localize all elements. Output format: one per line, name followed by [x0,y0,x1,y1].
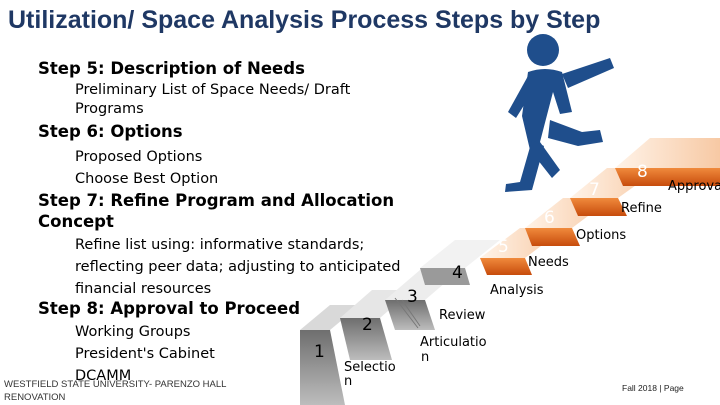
stair-label-articulation-cont: n [421,350,429,365]
stair-label-selection: Selectio [344,360,396,375]
step-8-line-2: President's Cabinet [75,346,215,362]
step-7-line-1: Refine list using: informative standards… [75,237,365,253]
stair-label-review: Review [439,308,486,323]
step-7-heading: Step 7: Refine Program and Allocation [38,191,395,210]
step-5-line-2: Programs [75,101,144,117]
step-8-line-3: DCAMM [75,368,132,384]
stair-number-8: 8 [637,162,648,182]
stair-label-analysis: Analysis [490,283,544,298]
stair-step-4 [420,240,500,268]
stair-step-5-riser [480,258,532,275]
stair-step-7-riser [570,198,627,216]
stair-label-selection-cont: n [344,374,352,389]
stair-number-7: 7 [589,180,600,200]
stair-label-options: Options [576,228,626,243]
step-8-line-1: Working Groups [75,324,191,340]
stair-step-8-riser [615,168,720,186]
step-7-line-3: financial resources [75,281,212,297]
stair-step-1 [300,305,360,330]
step-7-line-2: reflecting peer data; adjusting to antic… [75,259,401,275]
stair-label-needs: Needs [528,255,569,270]
stair-number-3: 3 [407,287,418,307]
stair-number-1: 1 [314,342,325,362]
stair-step-2-riser [340,318,392,360]
stair-number-5: 5 [498,237,509,257]
person-climbing-icon [505,34,614,192]
step-8-heading: Step 8: Approval to Proceed [38,299,301,318]
stair-step-1-riser [300,330,345,405]
review-pointer-line-2 [401,299,421,327]
stair-number-4: 4 [452,263,463,283]
page-title: Utilization/ Space Analysis Process Step… [8,6,601,34]
footer-page: Fall 2018 | Page [622,383,684,393]
step-6-line-1: Proposed Options [75,149,203,165]
step-7-heading-cont: Concept [38,212,114,231]
step-6-line-2: Choose Best Option [75,171,219,187]
stair-step-3-riser [385,300,435,330]
stair-label-approval: Approva [668,179,720,194]
stair-step-6-riser [525,228,580,246]
stair-label-articulation: Articulatio [420,335,487,350]
step-5-heading: Step 5: Description of Needs [38,59,305,78]
stair-number-6: 6 [544,208,555,228]
stair-step-8 [615,138,720,168]
step-6-heading: Step 6: Options [38,122,183,141]
stair-label-refine: Refine [621,201,662,216]
stair-step-4-riser [420,268,470,285]
review-pointer-line [394,297,419,329]
footer-university: WESTFIELD STATE UNIVERSITY- PARENZO HALL… [4,379,227,403]
steps-text: Step 5: Description of Needs Preliminary… [38,58,458,387]
stair-number-2: 2 [362,315,373,335]
step-5-line-1: Preliminary List of Space Needs/ Draft [75,82,351,98]
